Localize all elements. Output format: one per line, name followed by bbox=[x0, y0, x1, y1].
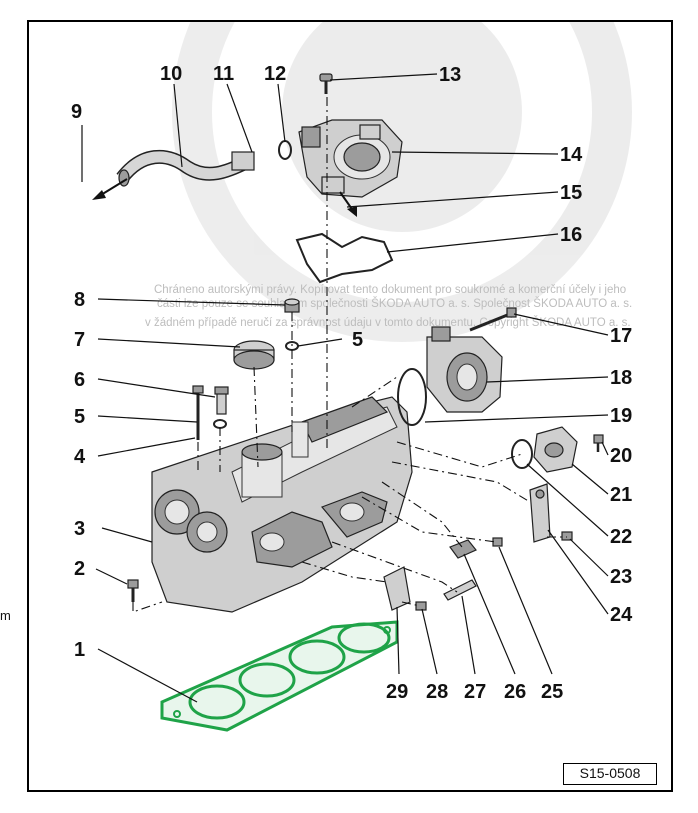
callout-17: 17 bbox=[610, 325, 632, 347]
callout-16: 16 bbox=[560, 224, 582, 246]
callout-15: 15 bbox=[560, 182, 582, 204]
watermark-line-1: Chráneno autorskými právy. Kopírovat ten… bbox=[154, 284, 626, 296]
breather-hose bbox=[116, 149, 255, 187]
sensor-26 bbox=[449, 539, 477, 559]
figure-code-label: S15-0508 bbox=[563, 763, 657, 785]
hose-arrow bbox=[92, 178, 128, 200]
clip-27 bbox=[443, 579, 477, 601]
watermark-line-3: v žádném případě neručí za správnost úda… bbox=[145, 316, 631, 329]
callout-6: 6 bbox=[74, 369, 85, 391]
callout-20: 20 bbox=[610, 445, 632, 467]
watermark-line-2: části lze pouze se souhlasem společnosti… bbox=[157, 297, 632, 310]
callout-1: 1 bbox=[74, 639, 85, 661]
bolt-28 bbox=[415, 601, 427, 611]
gasket-19 bbox=[397, 368, 427, 426]
callout-24: 24 bbox=[610, 604, 633, 626]
callout-14: 14 bbox=[560, 144, 583, 166]
o-ring-22 bbox=[511, 439, 533, 469]
callout-12: 12 bbox=[264, 63, 286, 85]
sensor-6 bbox=[214, 386, 229, 415]
oil-filler-cap bbox=[233, 340, 275, 370]
callout-19: 19 bbox=[610, 405, 632, 427]
exploded-view-diagram: Chráneno autorskými právy. Kopírovat ten… bbox=[71, 22, 633, 732]
vacuum-pump bbox=[426, 326, 503, 413]
callout-2: 2 bbox=[74, 558, 85, 580]
oil-separator bbox=[298, 119, 403, 198]
separator-arrow bbox=[339, 191, 357, 217]
housing-21 bbox=[533, 426, 578, 473]
callout-11: 11 bbox=[213, 63, 234, 85]
assembly-center-lines bbox=[132, 97, 567, 613]
diagram-frame: Chráneno autorskými právy. Kopírovat ten… bbox=[27, 20, 673, 792]
screw-20 bbox=[593, 434, 604, 452]
callout-4: 4 bbox=[74, 446, 86, 468]
callout-5-upper: 5 bbox=[352, 329, 363, 351]
bolt-2 bbox=[127, 579, 139, 602]
callout-10: 10 bbox=[160, 63, 182, 85]
callout-7: 7 bbox=[74, 329, 85, 351]
bracket-29 bbox=[383, 566, 411, 611]
callout-numbers: 1 2 3 4 5 5 6 7 8 9 10 11 12 13 14 15 16… bbox=[71, 63, 633, 703]
callout-9: 9 bbox=[71, 101, 82, 123]
plug-8 bbox=[284, 298, 300, 313]
gasket-16 bbox=[295, 232, 394, 284]
callout-8: 8 bbox=[74, 289, 85, 311]
callout-27: 27 bbox=[464, 681, 486, 703]
callout-26: 26 bbox=[504, 681, 526, 703]
cylinder-head-gasket bbox=[160, 620, 399, 732]
callout-25: 25 bbox=[541, 681, 563, 703]
bolt-23 bbox=[561, 531, 573, 541]
brand-emblem-watermark bbox=[172, 22, 632, 342]
callout-28: 28 bbox=[426, 681, 448, 703]
callout-13: 13 bbox=[439, 64, 461, 86]
callout-29: 29 bbox=[386, 681, 408, 703]
leader-lines bbox=[81, 73, 609, 703]
cylinder-head bbox=[151, 396, 413, 613]
side-margin-label: m bbox=[0, 608, 11, 623]
bolt-17 bbox=[469, 307, 517, 332]
bracket-24 bbox=[529, 483, 551, 543]
screw-13 bbox=[319, 73, 333, 94]
callout-5-lower: 5 bbox=[74, 406, 85, 428]
callout-22: 22 bbox=[610, 526, 632, 548]
callout-23: 23 bbox=[610, 566, 632, 588]
callout-18: 18 bbox=[610, 367, 632, 389]
bolt-4 bbox=[192, 385, 204, 440]
callout-21: 21 bbox=[610, 484, 632, 506]
washer-5-lower bbox=[213, 419, 227, 429]
bolt-25 bbox=[492, 537, 503, 547]
callout-3: 3 bbox=[74, 518, 85, 540]
